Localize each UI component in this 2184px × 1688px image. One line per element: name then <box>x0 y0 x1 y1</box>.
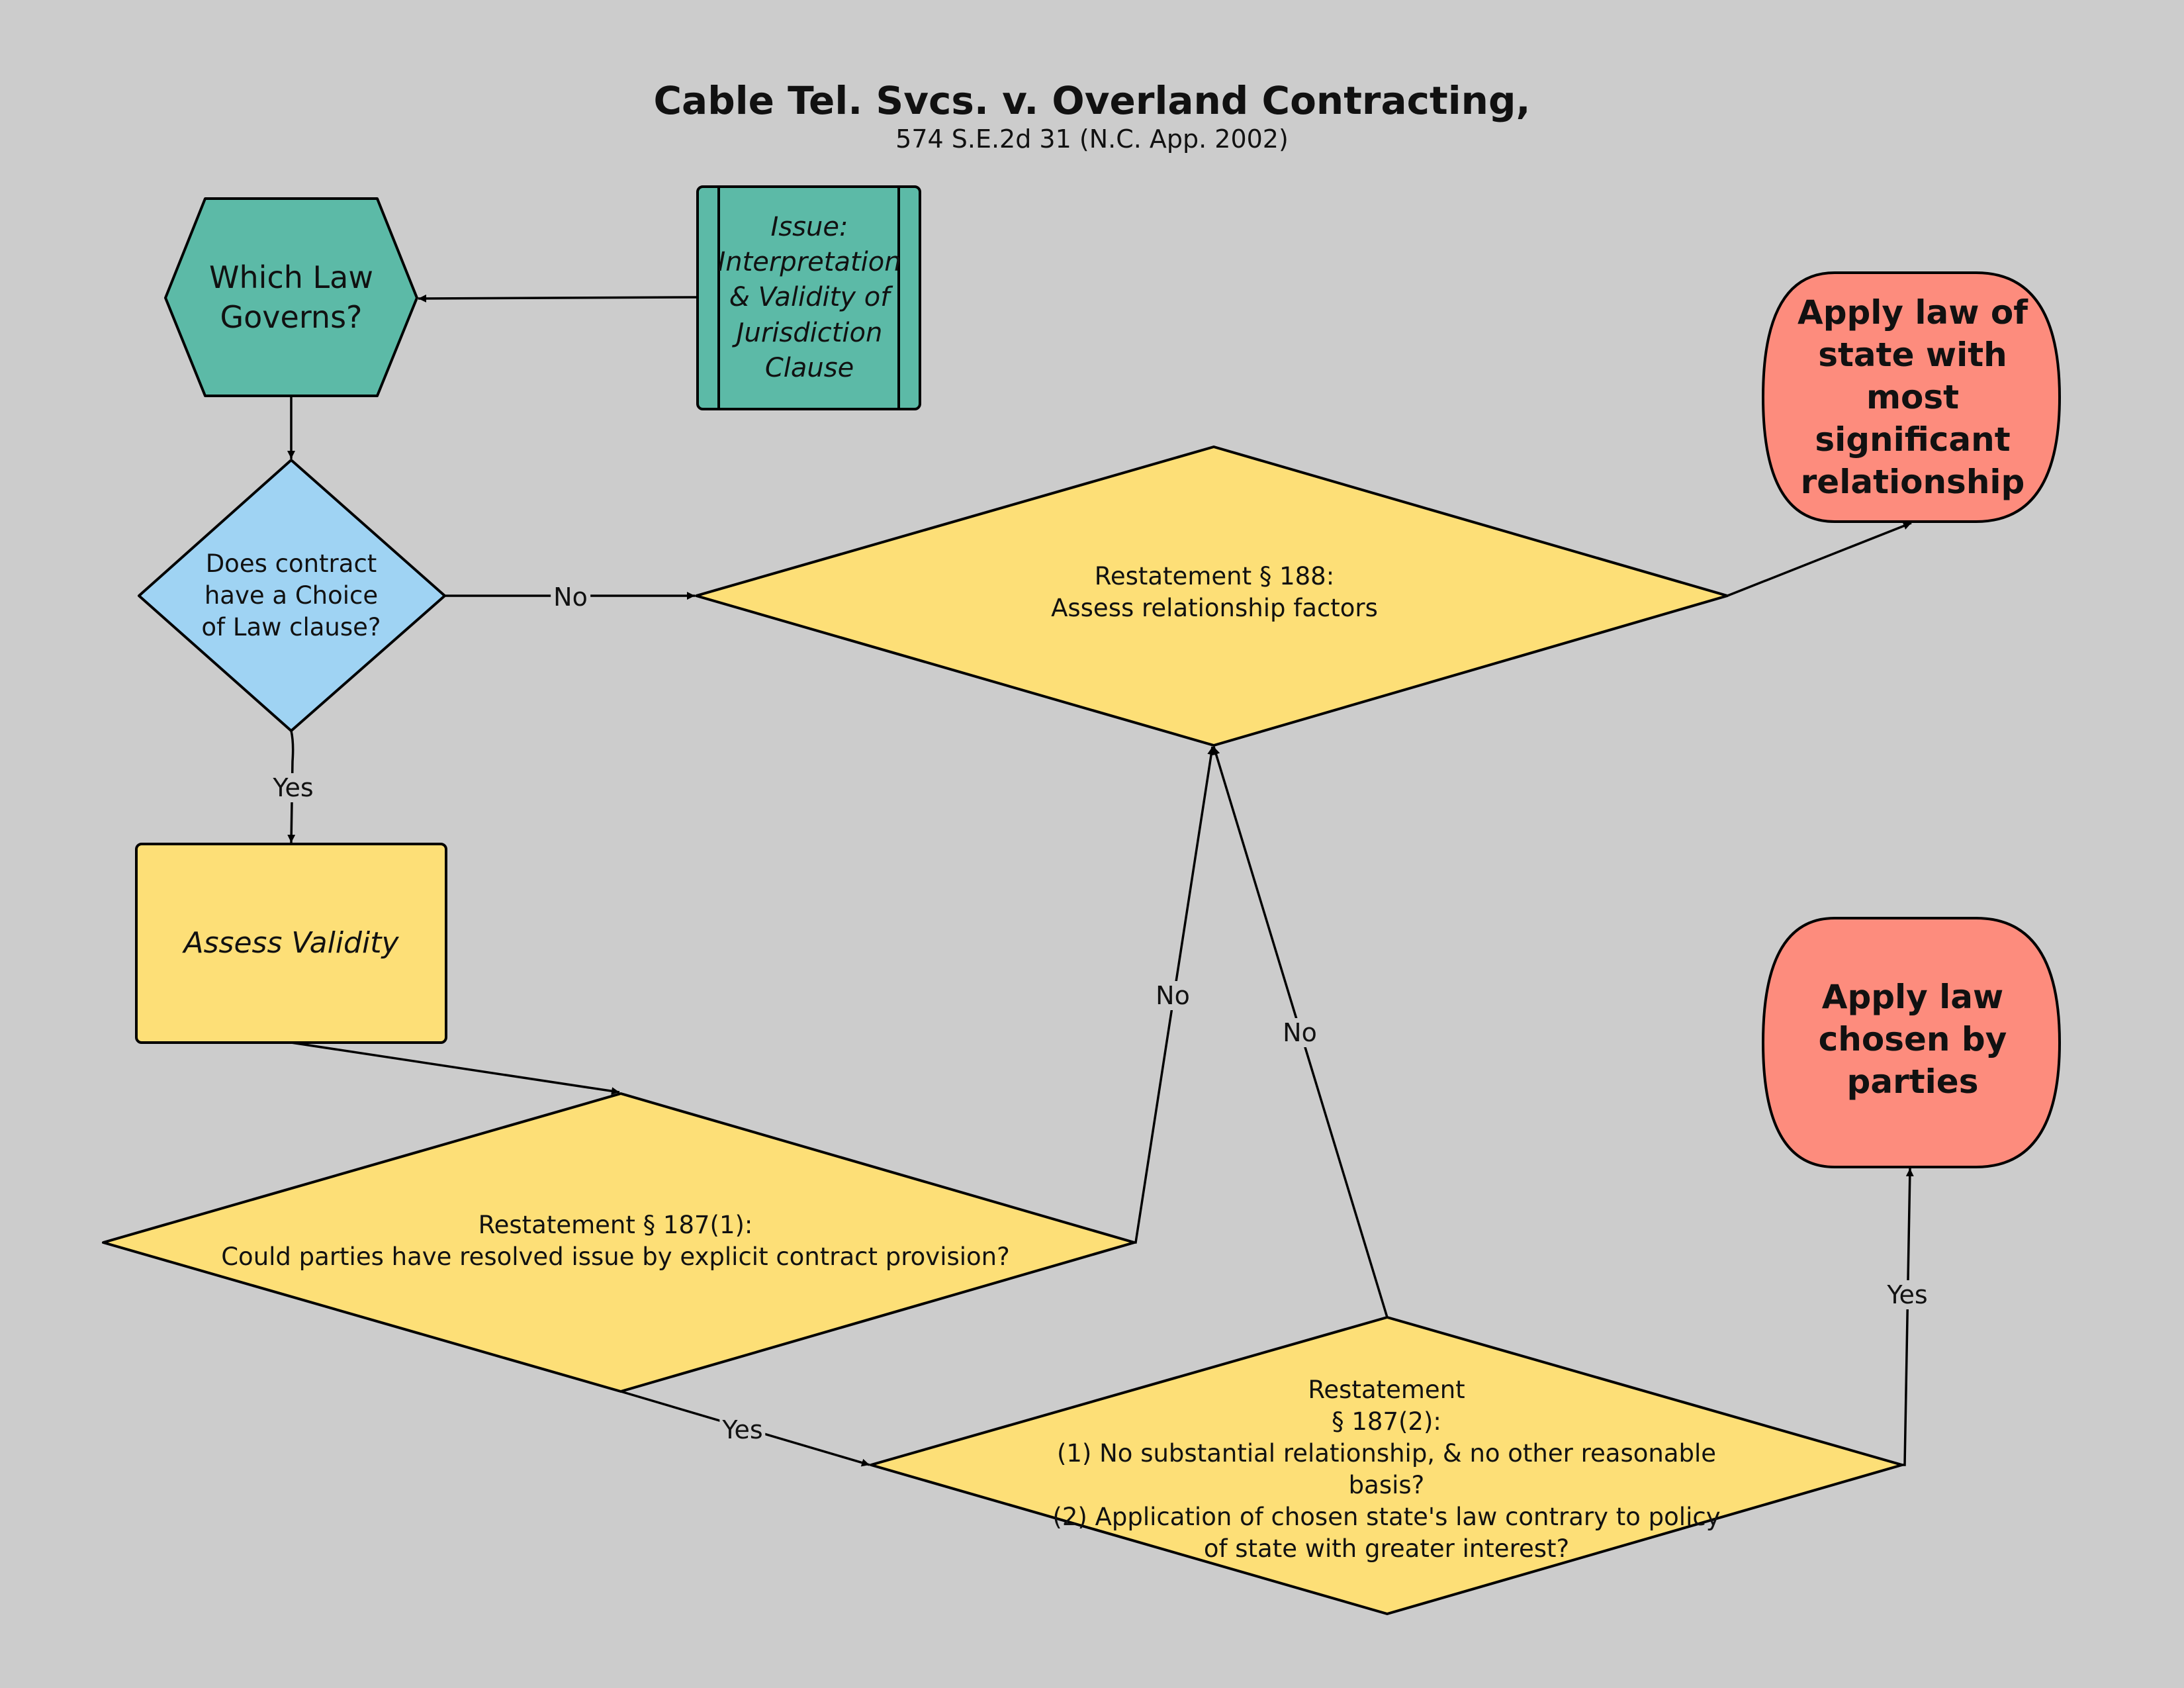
r188-diamond <box>695 445 1729 747</box>
edge-label-r187-1-yes: Yes <box>719 1415 766 1444</box>
edge-label-r187-2-yes: Yes <box>1884 1280 1931 1309</box>
choice-yes-arrow <box>287 730 296 843</box>
apply-chosen-label: Apply law chosen by parties <box>1818 978 2007 1101</box>
r187-2-yes-arrow <box>1902 1168 1914 1466</box>
r187-2-label: Restatement § 187(2): (1) No substantial… <box>1052 1375 1721 1564</box>
r188-label: Restatement § 188: Assess relationship f… <box>1051 561 1378 622</box>
edge-label-r187-2-no: No <box>1280 1018 1320 1047</box>
chart-title: Cable Tel. Svcs. v. Overland Contracting… <box>653 78 1531 123</box>
which-law-hexagon <box>164 197 418 397</box>
r187-1-label: Restatement § 187(1): Could parties have… <box>221 1210 1010 1271</box>
validity-to-r187-1-arrow <box>291 1041 620 1096</box>
issue-label: Issue: Interpretation & Validity of Juri… <box>717 212 901 383</box>
r187-2-diamond <box>870 1316 1903 1615</box>
which-law-label: Which Law Governs? <box>209 259 373 335</box>
edge-label-r187-1-no: No <box>1153 981 1193 1010</box>
apply-chosen-terminator <box>1761 917 2062 1168</box>
edge-label-choice-no: No <box>551 583 590 612</box>
r188-to-most-significant-arrow <box>1727 522 1912 597</box>
assess-validity-label: Assess Validity <box>183 926 399 961</box>
apply-most-significant-terminator <box>1761 271 2062 523</box>
choice-of-law-label: Does contract have a Choice of Law claus… <box>201 549 381 642</box>
issue-to-which-law-arrow <box>418 294 698 303</box>
chart-subtitle: 574 S.E.2d 31 (N.C. App. 2002) <box>895 124 1289 154</box>
apply-most-significant-label: Apply law of state with most significant… <box>1797 293 2028 501</box>
edge-label-choice-yes: Yes <box>270 773 316 802</box>
r187-1-no-arrow <box>1134 746 1216 1244</box>
